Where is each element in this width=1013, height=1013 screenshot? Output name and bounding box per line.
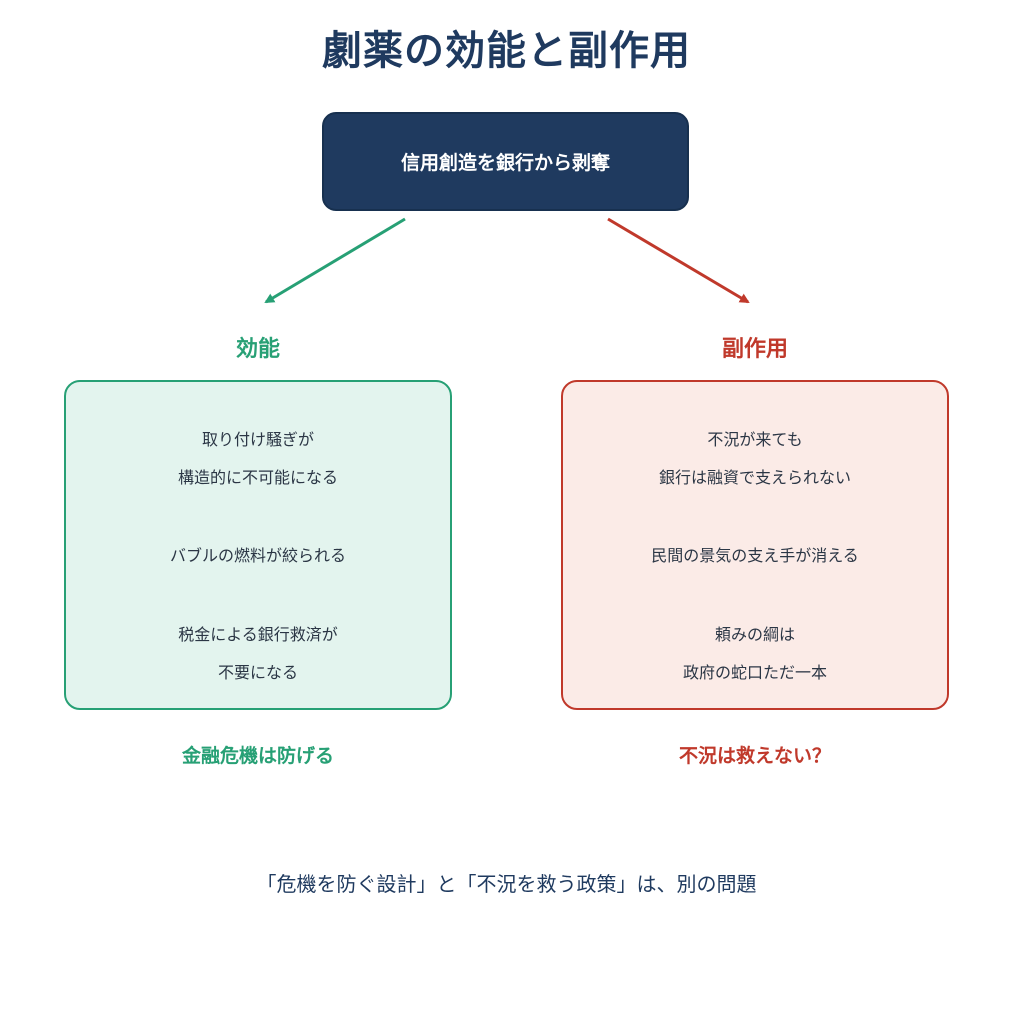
side-effect-line: 頼みの綱は (714, 625, 795, 644)
arrow-to-benefits (264, 217, 406, 304)
side-effects-conclusion: 不況は救えない？ (678, 745, 831, 767)
benefits-heading: 効能 (235, 337, 280, 362)
benefit-line: 税金による銀行救済が (178, 625, 338, 644)
side-effect-line: 政府の蛇口ただ一本 (682, 663, 827, 682)
side-effect-line: 不況が来ても (707, 430, 803, 449)
central-concept-label: 信用創造を銀行から剥奪 (400, 152, 610, 174)
central-concept-box: 信用創造を銀行から剥奪 (322, 112, 689, 211)
arrow-to-side-effects (607, 217, 750, 304)
benefits-panel: 取り付け騒ぎが 構造的に不可能になる バブルの燃料が絞られる 税金による銀行救済… (64, 380, 452, 710)
benefit-line: 取り付け騒ぎが (201, 430, 314, 449)
side-effect-line: 銀行は融資で支えられない (658, 468, 851, 487)
side-effects-heading: 副作用 (721, 337, 788, 362)
benefit-line: 構造的に不可能になる (177, 468, 338, 487)
benefit-line: バブルの燃料が絞られる (169, 546, 346, 565)
benefits-conclusion: 金融危機は防げる (181, 745, 334, 767)
page-title: 劇薬の効能と副作用 (322, 28, 691, 74)
side-effect-line: 民間の景気の支え手が消える (651, 546, 859, 565)
footer-note: 「危機を防ぐ設計」と「不況を救う政策」は、別の問題 (256, 872, 757, 896)
benefit-line: 不要になる (217, 663, 298, 682)
side-effects-panel: 不況が来ても 銀行は融資で支えられない 民間の景気の支え手が消える 頼みの綱は … (561, 380, 949, 710)
